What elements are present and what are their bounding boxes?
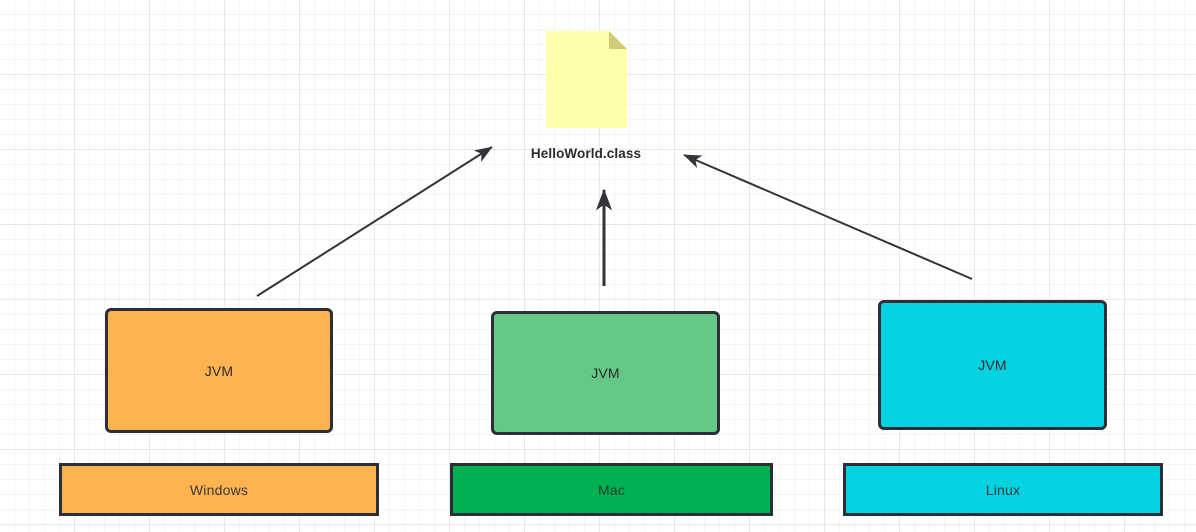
os-label-windows: Windows xyxy=(189,481,249,498)
jvm-label-mac: JVM xyxy=(591,365,620,381)
artifact-caption: HelloWorld.class xyxy=(530,146,642,161)
os-bar-linux[interactable]: Linux xyxy=(843,463,1163,516)
os-label-linux: Linux xyxy=(985,481,1021,498)
os-bar-mac[interactable]: Mac xyxy=(450,463,773,516)
os-label-mac: Mac xyxy=(597,481,626,498)
arrow-windows-to-class xyxy=(256,146,493,297)
os-bar-windows[interactable]: Windows xyxy=(59,463,379,516)
document-fold xyxy=(609,31,627,49)
document-icon[interactable] xyxy=(546,31,627,128)
jvm-box-windows[interactable]: JVM xyxy=(105,308,333,433)
document-icon-svg xyxy=(546,31,627,128)
document-body xyxy=(546,31,627,128)
jvm-box-mac[interactable]: JVM xyxy=(491,311,720,435)
jvm-label-linux: JVM xyxy=(978,357,1007,373)
jvm-box-linux[interactable]: JVM xyxy=(878,300,1107,430)
arrow-linux-to-class xyxy=(683,154,973,280)
jvm-label-windows: JVM xyxy=(204,362,234,379)
